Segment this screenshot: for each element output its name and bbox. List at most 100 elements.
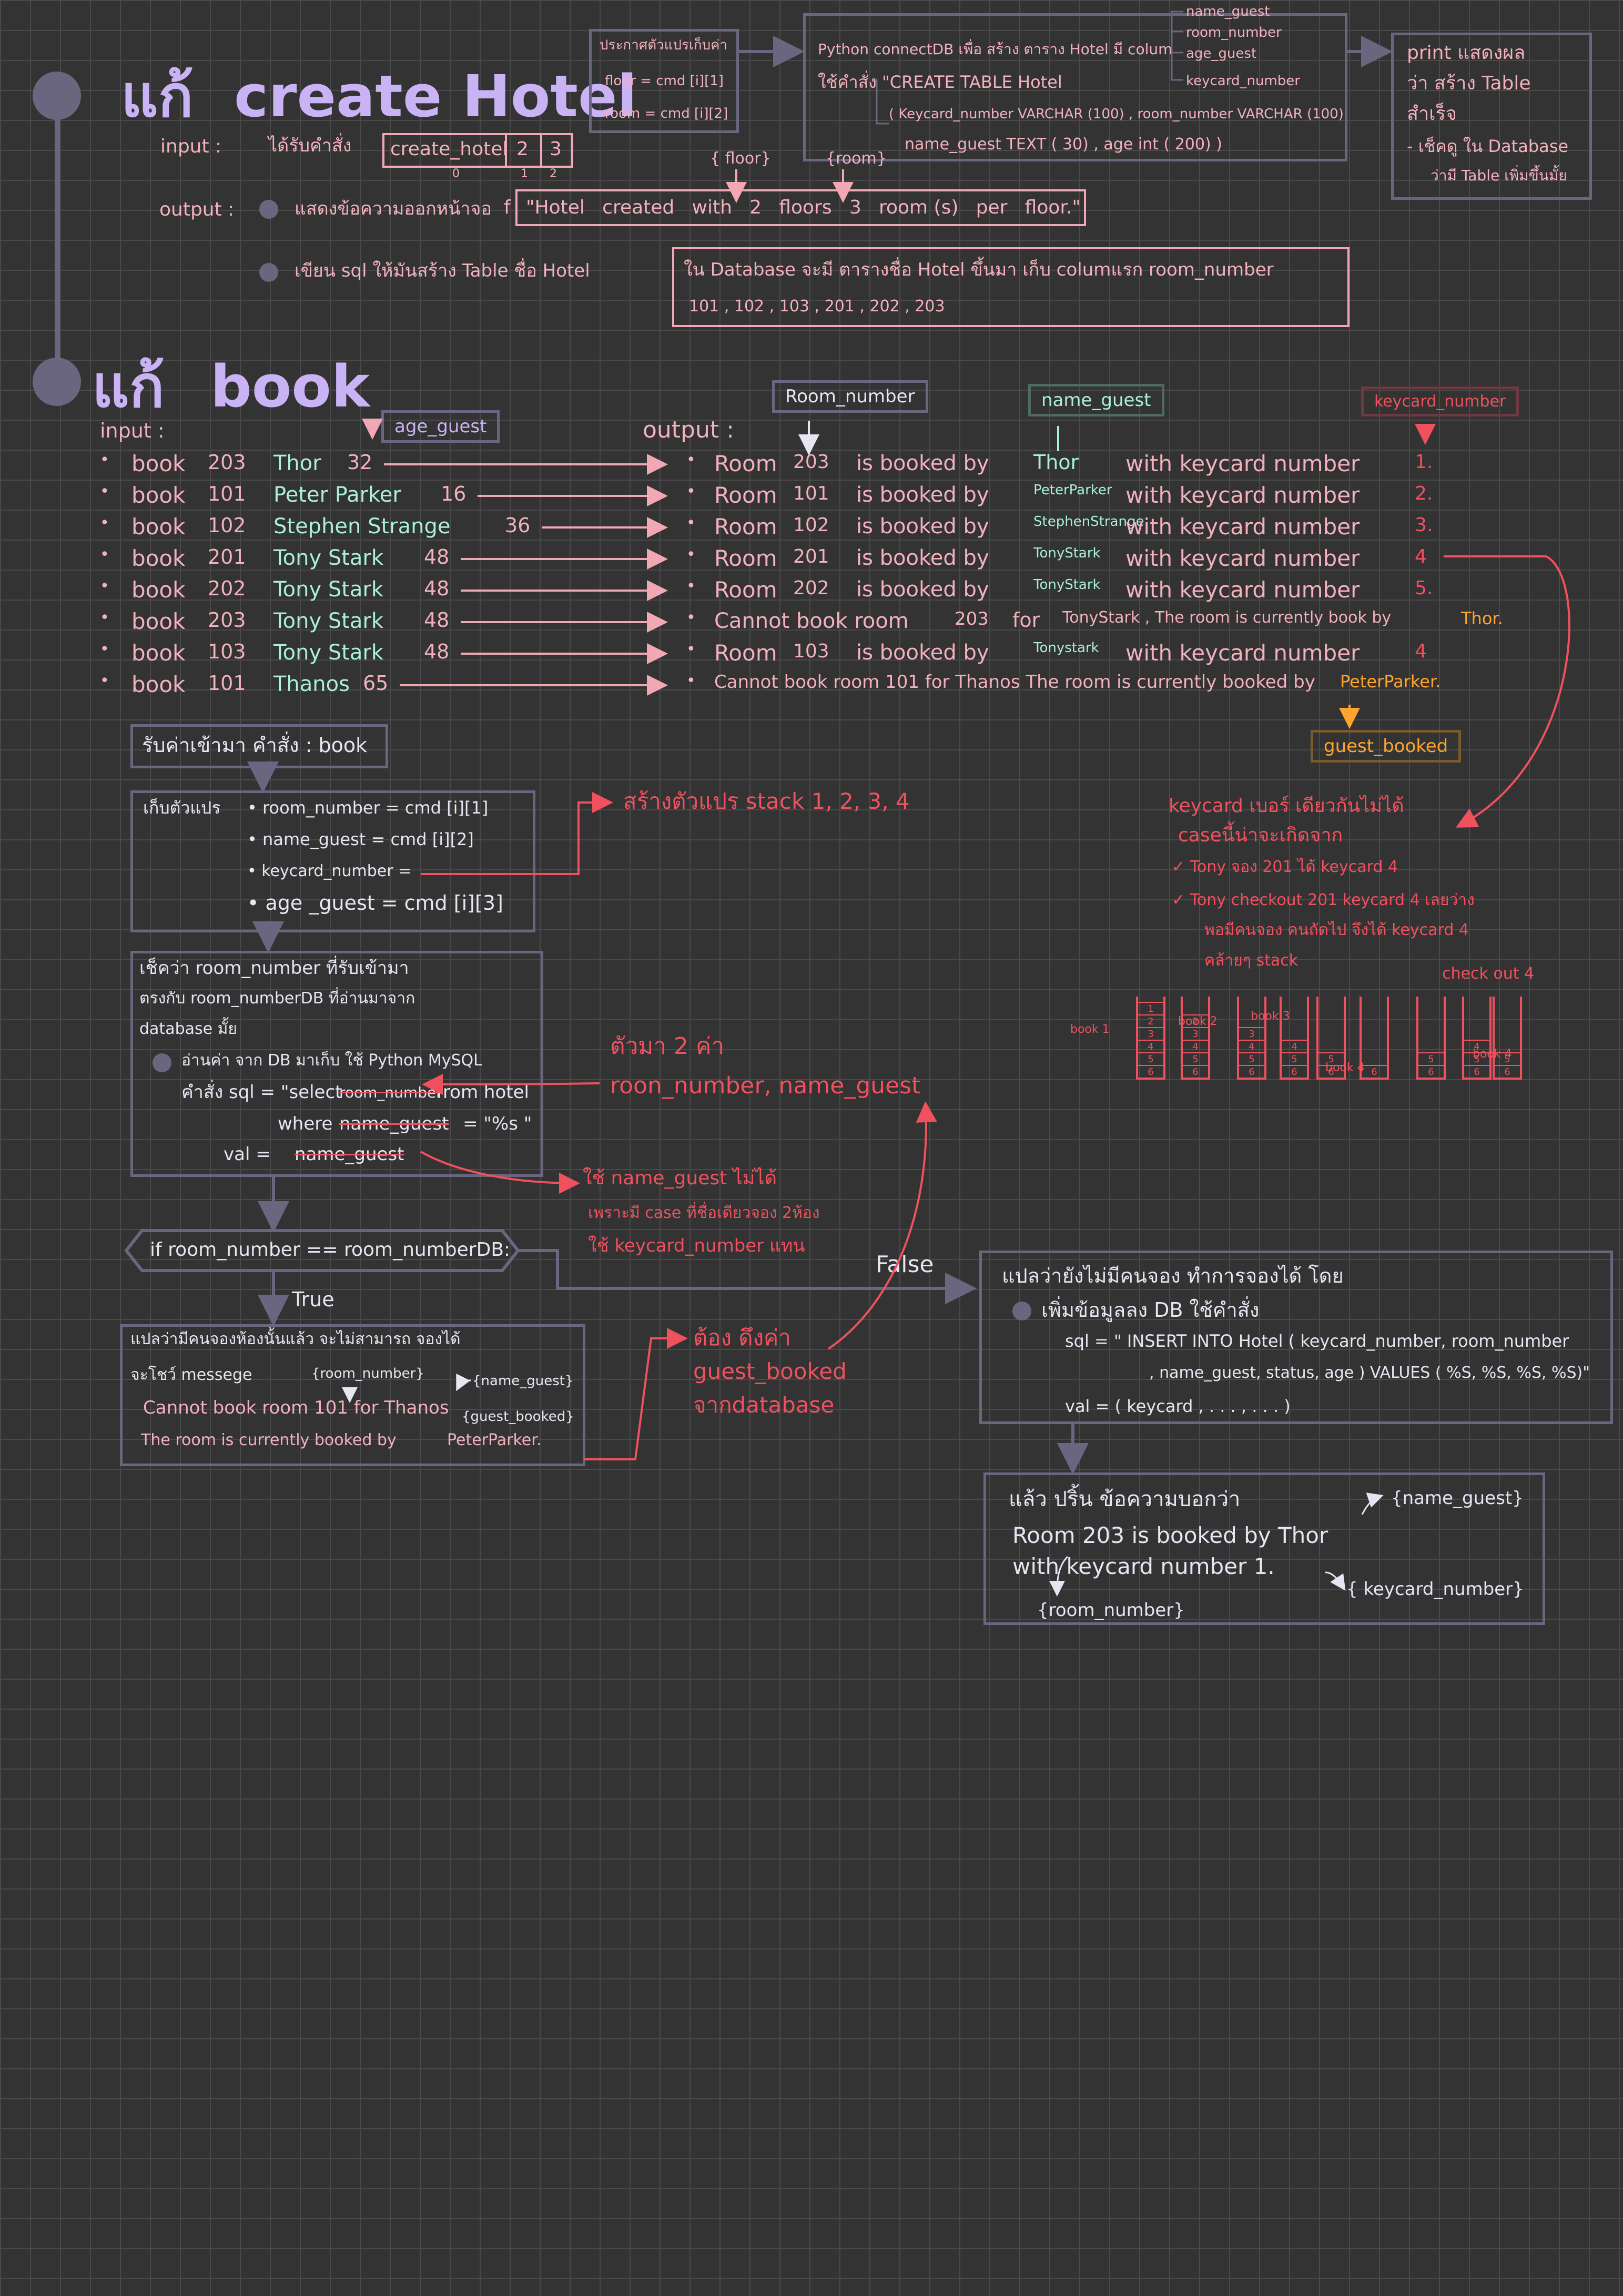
sql-line-2: where <box>278 1113 333 1134</box>
sql-desc: เขียน sql ให้มันสร้าง Table ชื่อ Hotel <box>295 260 590 281</box>
input-label: input : <box>160 136 222 157</box>
variable-box <box>589 29 739 133</box>
fstring-prefix: f <box>504 197 511 218</box>
stack-label: book 1 <box>1070 1023 1110 1036</box>
index-1: 1 <box>521 167 528 180</box>
stack-cell: 2 <box>1138 1014 1163 1027</box>
bullet-dot <box>259 263 278 282</box>
sql-line-1: คำสั่ง sql = "select <box>181 1082 342 1103</box>
input-age: 48 <box>424 640 450 663</box>
room-number-tag: Room_number <box>772 380 928 413</box>
output-name: TonyStark <box>1033 577 1101 593</box>
fstring-box <box>515 189 1086 226</box>
output-text: Room <box>714 577 777 603</box>
output-text: is booked by <box>856 577 989 602</box>
row-bullet: • <box>100 608 109 627</box>
output-text: Room <box>714 482 777 508</box>
stack-column: 6 <box>1360 997 1389 1080</box>
false-branch-box <box>979 1251 1613 1424</box>
input-command: book <box>131 577 186 603</box>
input-room: 203 <box>208 451 246 474</box>
row-bullet: • <box>100 672 109 690</box>
input-age: 65 <box>363 672 389 695</box>
stack-cell: 6 <box>1464 1065 1489 1078</box>
var-keycard-number: • keycard_number = <box>247 862 412 880</box>
output-room: 203 <box>793 451 829 473</box>
if-condition: if room_number == room_numberDB: <box>150 1239 511 1261</box>
row-bullet: • <box>686 608 696 627</box>
input-name: Thanos <box>273 672 350 696</box>
row-bullet: • <box>100 514 109 532</box>
false-line-1: แปลว่ายังไม่มีคนจอง ทำการจองได้ โดย <box>1002 1264 1344 1287</box>
stack-label: book 3 <box>1251 1010 1290 1023</box>
output-text: for <box>1012 608 1040 632</box>
pull-note-2: guest_booked <box>693 1358 847 1384</box>
keycard-number-tag: keycard_number <box>1361 387 1519 416</box>
book-title: book <box>210 353 370 420</box>
stack-cell: 6 <box>1495 1065 1520 1078</box>
output-keycard: 1. <box>1415 451 1433 473</box>
output-name: TonyStark , The room is currently book b… <box>1062 608 1392 627</box>
true-tag-name: {name_guest} <box>472 1373 574 1389</box>
cant-use-note-1: ใช้ name_guest ไม่ได้ <box>583 1167 777 1189</box>
stack-label: book 4 <box>1325 1061 1365 1074</box>
output-text: with keycard number <box>1125 640 1360 666</box>
keycard-note-3: ✓ Tony จอง 201 ได้ keycard 4 <box>1172 858 1398 876</box>
print-msg-line-1: แล้ว ปริ้น ข้อความบอกว่า <box>1009 1487 1241 1511</box>
database-line-1: ใน Database จะมี ตารางชื่อ Hotel ขึ้นมา … <box>684 259 1274 280</box>
output-desc: แสดงข้อความออกหน้าจอ <box>295 198 492 219</box>
column-age-guest: age_guest <box>1186 46 1257 62</box>
section-bullet <box>33 358 81 406</box>
true-tag-booked: {guest_booked} <box>462 1409 574 1425</box>
output-keycard: PeterParker. <box>1340 672 1441 692</box>
output-text: is booked by <box>856 451 989 475</box>
fstring-word: 2 <box>749 197 762 218</box>
stack-label: book 2 <box>1178 1015 1218 1028</box>
stack-cell: 5 <box>1138 1052 1163 1065</box>
output-name: Tonystark <box>1033 640 1099 656</box>
command-divider <box>540 133 542 168</box>
true-line-4: The room is currently booked by <box>141 1431 397 1449</box>
column-keycard-number: keycard_number <box>1186 73 1300 89</box>
stack-cell: 5 <box>1282 1052 1307 1065</box>
cant-use-note-3: ใช้ keycard_number แทน <box>588 1235 805 1256</box>
output-text: with keycard number <box>1125 514 1360 540</box>
section-rail <box>55 95 60 379</box>
output-text: Room <box>714 451 777 476</box>
fstring-word: floor." <box>1024 197 1081 218</box>
output-room: 203 <box>955 608 989 629</box>
input-command: book <box>131 514 186 540</box>
stack-cell: 4 <box>1282 1040 1307 1052</box>
receive-command: รับค่าเข้ามา คำสั่ง : book <box>142 734 368 757</box>
variables-title: เก็บตัวแปร <box>143 798 221 818</box>
output-room: 102 <box>793 514 829 536</box>
output-keycard: 5. <box>1415 577 1433 599</box>
output-text: with keycard number <box>1125 545 1360 571</box>
row-bullet: • <box>686 672 696 690</box>
fstring-word: "Hotel <box>526 197 585 218</box>
output-keycard: Thor. <box>1461 608 1503 628</box>
true-line-2: จะโชว์ messege <box>130 1366 252 1384</box>
row-bullet: • <box>686 514 696 532</box>
keycard-note-4: ✓ Tony checkout 201 keycard 4 เลยว่าง <box>1172 891 1475 909</box>
input-age: 48 <box>424 545 450 568</box>
command-box <box>382 133 573 168</box>
input-room: 101 <box>208 482 246 505</box>
book-input-label: input : <box>100 419 165 442</box>
var-age-guest: • age _guest = cmd [i][3] <box>247 891 503 915</box>
true-label: True <box>292 1288 334 1311</box>
keycard-note-5: พอมีคนจอง คนถัดไป จึงได้ keycard 4 <box>1204 921 1469 939</box>
input-command: book <box>131 451 186 476</box>
sql-strike-2: name_guest <box>339 1113 449 1134</box>
print-line-4: - เช็คดู ใน Database <box>1407 136 1569 156</box>
input-name: Stephen Strange <box>273 514 451 539</box>
output-text: with keycard number <box>1125 577 1360 603</box>
output-keycard: 4 <box>1415 546 1427 567</box>
output-keycard: 2. <box>1415 483 1433 504</box>
sql-line-1b: from hotel <box>437 1082 529 1103</box>
fstring-word: 3 <box>849 197 861 218</box>
